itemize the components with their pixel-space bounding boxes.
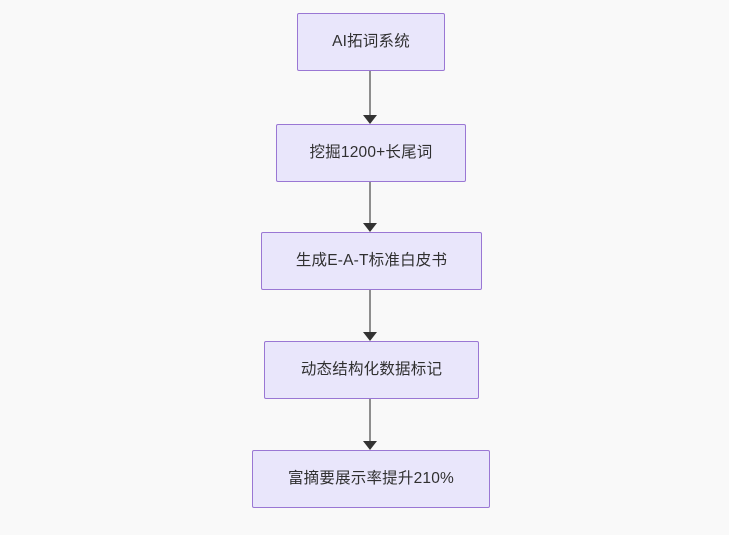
node-label: 富摘要展示率提升210%	[287, 470, 455, 488]
node-label: 挖掘1200+长尾词	[309, 144, 433, 162]
flowchart-node-ai-keyword-system[interactable]: AI拓词系统	[297, 13, 445, 71]
flowchart-edge-2-line	[369, 182, 371, 223]
flowchart-node-rich-snippet-impression-lift[interactable]: 富摘要展示率提升210%	[252, 450, 490, 508]
flowchart-edge-4-line	[369, 399, 371, 441]
node-label: 动态结构化数据标记	[300, 361, 443, 379]
node-label: 生成E-A-T标准白皮书	[295, 252, 448, 270]
flowchart-edge-1-arrowhead-icon	[363, 115, 377, 124]
node-label: AI拓词系统	[332, 33, 410, 51]
flowchart-node-dynamic-structured-data-markup[interactable]: 动态结构化数据标记	[264, 341, 479, 399]
flowchart-node-generate-eat-whitepaper[interactable]: 生成E-A-T标准白皮书	[261, 232, 482, 290]
flowchart-edge-2-arrowhead-icon	[363, 223, 377, 232]
flowchart-edge-3-arrowhead-icon	[363, 332, 377, 341]
flowchart-edge-4-arrowhead-icon	[363, 441, 377, 450]
flowchart-node-mine-longtail-keywords[interactable]: 挖掘1200+长尾词	[276, 124, 466, 182]
flowchart-edge-1-line	[369, 71, 371, 115]
flowchart-edge-3-line	[369, 290, 371, 332]
